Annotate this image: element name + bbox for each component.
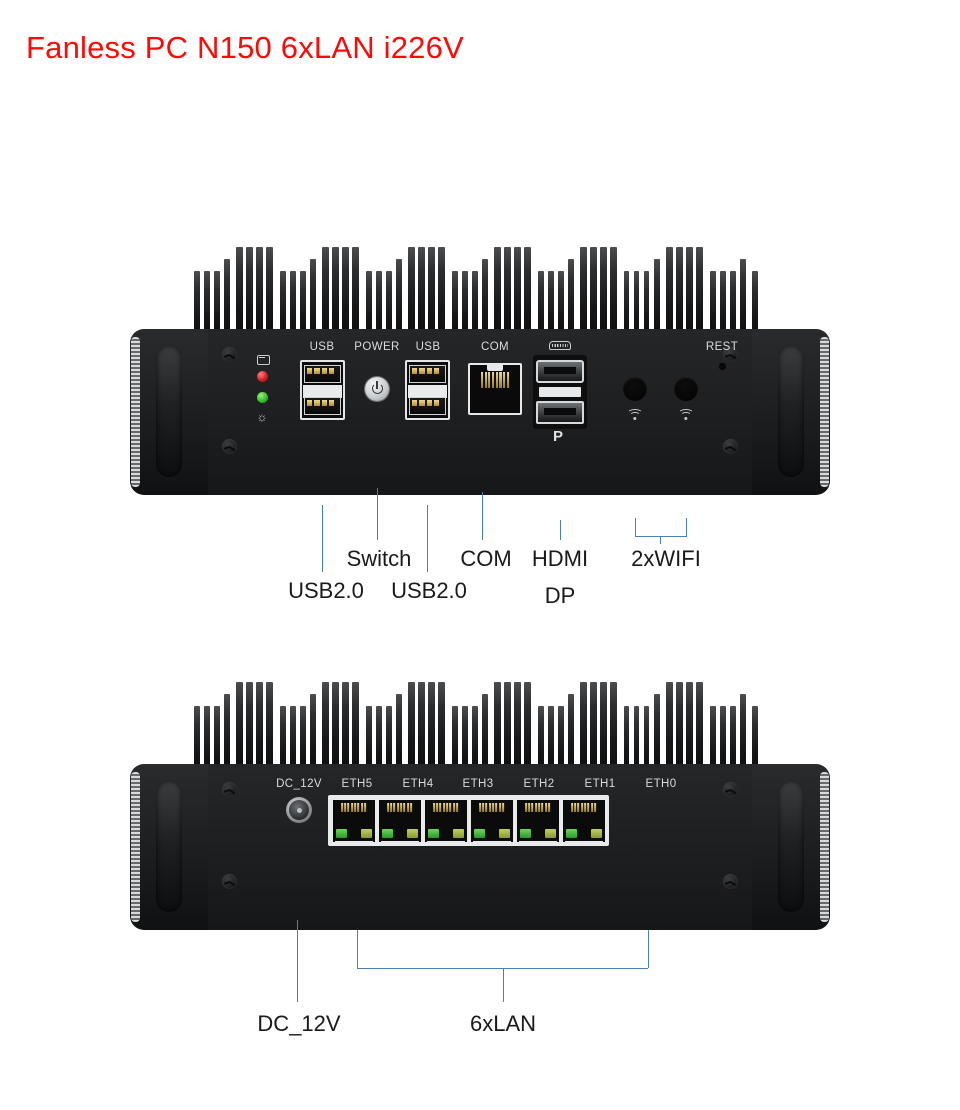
chassis-rear: DC_12V ETH5 ETH4 ETH3 ETH2 ETH1 ETH0	[130, 764, 830, 930]
port-label-eth5: ETH5	[341, 778, 373, 790]
callout-usb2-left: USB2.0	[288, 578, 364, 603]
front-faceplate: USB POWER USB COM REST ☼	[208, 329, 752, 495]
callout-usb2-right: USB2.0	[391, 578, 467, 603]
port-label-eth2: ETH2	[523, 778, 555, 790]
leader-line-lan-stem	[503, 968, 505, 1002]
dc-power-jack[interactable]	[286, 797, 312, 823]
antenna-hole-1[interactable]	[623, 377, 647, 401]
heatsink-rear	[190, 660, 770, 780]
leader-line-usb-right	[427, 505, 429, 572]
lan-port-eth1[interactable]	[514, 797, 561, 844]
screw	[723, 874, 738, 889]
endcap-left	[130, 764, 208, 930]
power-button[interactable]	[365, 377, 389, 401]
antenna-hole-2[interactable]	[674, 377, 698, 401]
leader-line-dc12v	[297, 920, 299, 1002]
usb-slot[interactable]	[304, 397, 341, 415]
endcap-left	[130, 329, 208, 495]
com-port[interactable]	[468, 363, 522, 415]
knurled-edge-right	[820, 337, 829, 487]
leader-line-switch	[377, 488, 379, 540]
screw	[723, 439, 738, 454]
usb-divider	[408, 385, 447, 398]
leader-bracket-lan	[357, 968, 648, 970]
port-label-eth1: ETH1	[584, 778, 616, 790]
brightness-icon: ☼	[256, 410, 268, 424]
side-groove-left	[156, 345, 182, 477]
leader-line-hdmi	[560, 520, 562, 540]
usb-divider	[303, 385, 342, 398]
screw	[222, 439, 237, 454]
screw	[723, 782, 738, 797]
usb-slot[interactable]	[409, 397, 446, 415]
knurled-edge-left	[131, 337, 140, 487]
leader-line-lan-left	[357, 930, 359, 968]
lan-port-eth3[interactable]	[422, 797, 469, 844]
wifi-icon	[678, 409, 694, 421]
red-led	[257, 371, 268, 382]
endcap-right	[752, 329, 830, 495]
leader-line-usb-left	[322, 505, 324, 572]
port-label-power: POWER	[354, 341, 400, 353]
side-groove-right	[778, 780, 804, 912]
leader-line-wifi-1	[635, 518, 637, 536]
callout-dp: DP	[544, 583, 576, 608]
screw	[723, 347, 738, 362]
wifi-icon	[627, 409, 643, 421]
lan-port-bank	[328, 795, 609, 846]
usb-port-stack-left[interactable]	[300, 360, 345, 420]
leader-line-com	[482, 492, 484, 540]
video-separator	[539, 387, 581, 397]
callout-hdmi: HDMI	[531, 546, 589, 571]
status-indicator-column: ☼	[255, 355, 271, 427]
page-title: Fanless PC N150 6xLAN i226V	[26, 30, 464, 65]
lan-port-eth0[interactable]	[560, 797, 607, 844]
rear-faceplate: DC_12V ETH5 ETH4 ETH3 ETH2 ETH1 ETH0	[208, 764, 752, 930]
endcap-right	[752, 764, 830, 930]
hdmi-port[interactable]	[536, 360, 584, 383]
knurled-edge-left	[131, 772, 140, 922]
callout-switch: Switch	[346, 546, 412, 571]
callout-com: COM	[460, 546, 512, 571]
heatsink-front	[190, 225, 770, 345]
port-label-dc: DC_12V	[276, 778, 322, 790]
usb-slot[interactable]	[409, 365, 446, 383]
displayport-icon: P	[553, 428, 564, 445]
leader-line-wifi-2	[686, 518, 688, 536]
lan-port-eth5[interactable]	[330, 797, 377, 844]
hdmi-icon	[549, 341, 571, 350]
usb-slot[interactable]	[304, 365, 341, 383]
callout-6xlan: 6xLAN	[469, 1011, 537, 1036]
green-led	[257, 392, 268, 403]
displayport-port[interactable]	[536, 401, 584, 424]
video-port-block	[533, 355, 587, 429]
lan-port-eth4[interactable]	[376, 797, 423, 844]
port-label-eth4: ETH4	[402, 778, 434, 790]
port-label-com: COM	[480, 341, 510, 353]
leader-line-wifi-stem	[660, 536, 662, 544]
hdd-icon	[257, 355, 270, 365]
screw	[222, 874, 237, 889]
knurled-edge-right	[820, 772, 829, 922]
port-label-rest: REST	[705, 341, 739, 353]
screw	[222, 782, 237, 797]
screw	[222, 347, 237, 362]
side-groove-left	[156, 780, 182, 912]
rj45-notch	[487, 364, 503, 371]
callout-dc12v: DC_12V	[257, 1011, 341, 1036]
chassis-front: USB POWER USB COM REST ☼	[130, 329, 830, 495]
side-groove-right	[778, 345, 804, 477]
usb-port-stack-right[interactable]	[405, 360, 450, 420]
leader-line-lan-right	[648, 930, 650, 968]
port-label-usb-right: USB	[415, 341, 441, 353]
reset-pinhole[interactable]	[719, 363, 726, 370]
port-label-eth3: ETH3	[462, 778, 494, 790]
callout-2xwifi: 2xWIFI	[631, 546, 701, 571]
port-label-eth0: ETH0	[645, 778, 677, 790]
port-label-usb-left: USB	[309, 341, 335, 353]
lan-port-eth2[interactable]	[468, 797, 515, 844]
